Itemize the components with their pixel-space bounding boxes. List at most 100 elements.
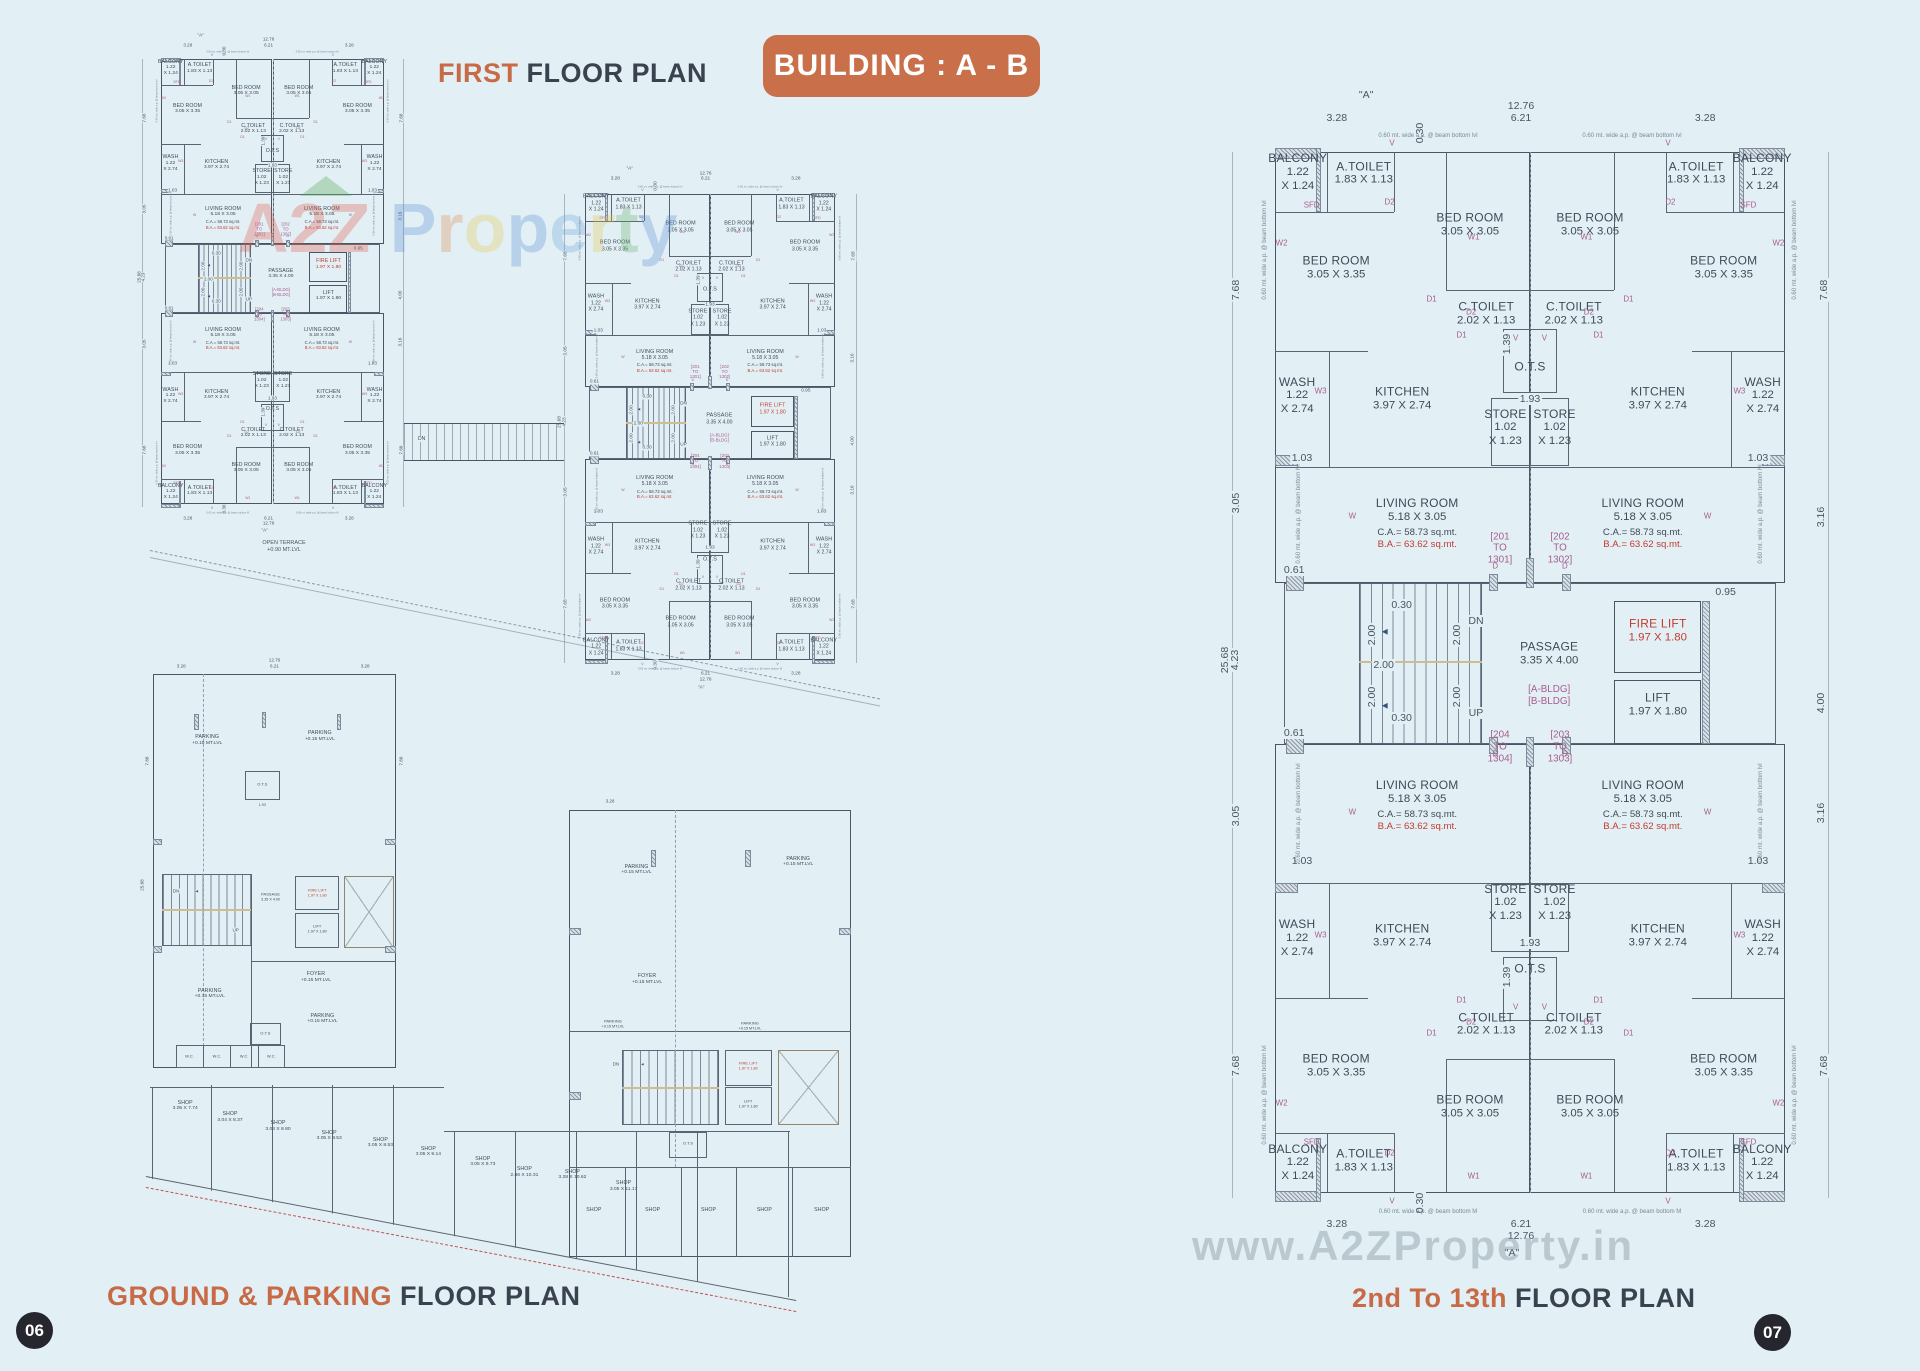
opening-mark: V — [210, 53, 214, 58]
room-dimensions: 3.05 X 3.05 — [286, 468, 312, 474]
room-dimensions: 1.02 X 1.23 — [1488, 421, 1522, 448]
opening-mark: W — [795, 487, 799, 492]
room-dimensions: +0.15 MT.LVL — [783, 861, 814, 867]
opening-mark: W3 — [809, 542, 816, 547]
opening-mark: D2 — [331, 78, 337, 83]
opening-mark: W2 — [1275, 238, 1288, 248]
ap-note: 0.60 mt. wide a.p. @ beam bottom M — [206, 511, 250, 515]
room-name: LIFT — [1644, 690, 1671, 705]
opening-mark: D1 — [659, 258, 665, 263]
opening-mark: D1 — [1593, 330, 1604, 340]
opening-mark: W3 — [1314, 386, 1327, 396]
room-dimensions: 1.97 X 1.80 — [1628, 705, 1687, 718]
wall — [309, 251, 348, 282]
room-dimensions: 2.02 X 1.13 — [718, 266, 745, 273]
room-name: LIVING ROOM — [636, 474, 674, 481]
wall — [160, 312, 273, 505]
wall — [696, 273, 724, 303]
room-name: BED ROOM — [1436, 1093, 1504, 1108]
opening-mark: SFD — [599, 215, 607, 220]
wall — [690, 383, 695, 391]
wall — [347, 251, 352, 313]
wall — [331, 478, 385, 480]
dimension: 4.00 — [1815, 690, 1827, 715]
wall — [789, 283, 835, 285]
dimension: 0.61 — [1282, 564, 1307, 577]
opening-mark: V — [1541, 1002, 1548, 1012]
room-name: W.C. — [185, 1053, 194, 1059]
dimension: 1.93 — [267, 162, 278, 168]
room-name: PASSAGE — [268, 267, 294, 274]
room-label: W.C. — [240, 1054, 249, 1059]
wall — [1665, 151, 1667, 212]
opening-mark: W2 — [585, 232, 591, 237]
dimension: 12.76 — [268, 657, 281, 663]
opening-mark: W — [1348, 807, 1357, 817]
wall — [1275, 883, 1530, 885]
room-name: BALCONY — [1732, 151, 1792, 166]
room-name: BED ROOM — [1436, 211, 1504, 226]
wall — [1731, 350, 1732, 467]
room-name: STORE — [1484, 881, 1527, 896]
dimension: 12.76 — [1506, 99, 1536, 112]
room-dimensions: 1.02 X 1.23 — [714, 527, 730, 540]
dimension: 7.68 — [851, 250, 857, 262]
opening-mark: D1 — [240, 420, 245, 425]
wall — [1732, 151, 1734, 212]
room-name: BED ROOM — [1556, 211, 1624, 226]
wall — [710, 459, 711, 661]
wall — [178, 481, 181, 509]
dimension: 7.68 — [141, 113, 147, 124]
dimension: 1.03 — [167, 187, 178, 193]
room-dimensions: 1.22 X 2.74 — [1280, 388, 1314, 415]
dimension: 3.16 — [1815, 801, 1827, 825]
carpet-area: C.A.= 58.73 sq.mt. — [205, 219, 241, 225]
ap-note: 0.60 mt. wide a.p. @ beam bottom lvl — [595, 334, 599, 379]
room-dimensions: 1.97 X 1.80 — [315, 264, 342, 270]
wall — [1530, 744, 1531, 1193]
footer-right-accent: 2nd To 13th — [1352, 1283, 1508, 1313]
room-name: C.TOILET — [718, 260, 744, 267]
wall — [331, 84, 385, 86]
room-dimensions: 3.05 X 3.05 — [726, 622, 753, 629]
ap-note: 0.60 mt. wide a.p. @ beam bottom lvl — [295, 50, 339, 54]
wall — [160, 59, 273, 244]
wall — [272, 59, 274, 244]
opening-mark: W1 — [294, 93, 300, 98]
ap-note: 0.60 mt. wide a.p. @ beam bottom M — [637, 667, 683, 671]
room-name: STORE — [712, 308, 732, 315]
wall — [272, 193, 385, 195]
ap-note: 0.60 mt. wide a.p. @ beam bottom M — [737, 667, 783, 671]
room-name: LIVING ROOM — [205, 326, 241, 333]
room-name: WASH — [1278, 917, 1316, 932]
ap-note: 0.60 mt. wide a.p. @ beam bottom lvl — [637, 185, 683, 189]
wall — [286, 239, 291, 248]
room-dimensions: 5.18 X 3.05 — [210, 333, 236, 339]
wall — [624, 1167, 626, 1257]
room-name: PARKING — [741, 1020, 759, 1026]
wall — [365, 503, 385, 509]
opening-mark: W — [621, 355, 625, 360]
opening-mark: SFD — [364, 480, 372, 485]
unit-range-tag: [203 TO 1303] — [1547, 729, 1573, 765]
wall — [235, 59, 237, 119]
opening-mark: W3 — [604, 542, 611, 547]
room-dimensions: 3.97 X 2.74 — [315, 394, 342, 400]
wall — [610, 633, 612, 661]
unit-range-tag: [202 TO 1302] — [719, 363, 731, 380]
room-name: FIRE LIFT — [307, 887, 327, 893]
